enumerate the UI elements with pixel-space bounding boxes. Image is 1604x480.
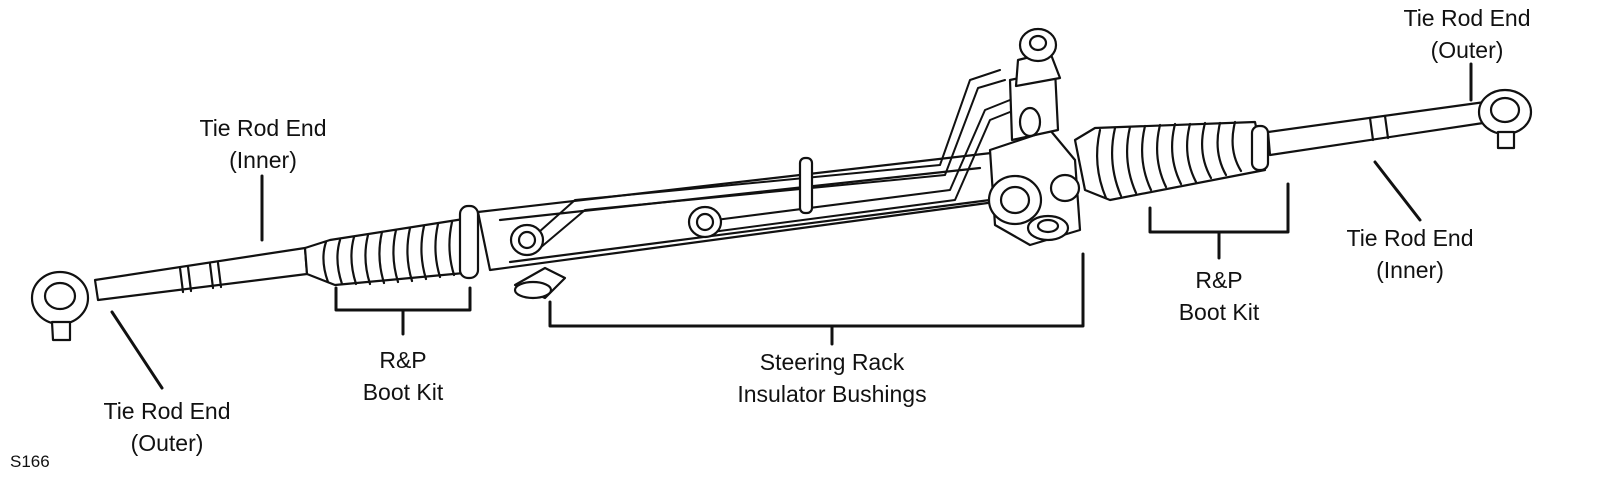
label-tie-rod-end-inner-right: Tie Rod End (Inner) [1346, 225, 1474, 283]
label-tie-rod-end-inner-left: Tie Rod End (Inner) [199, 115, 327, 173]
bracket-rp-boot-left [334, 286, 472, 336]
label-rp-boot-kit-left: R&P Boot Kit [362, 347, 444, 405]
label-rp-boot-kit-right: R&P Boot Kit [1178, 267, 1260, 325]
right-rp-boot [1073, 120, 1270, 202]
right-outer-tie-rod-end [1266, 88, 1533, 157]
figure-id: S166 [10, 452, 50, 471]
label-tie-rod-end-outer-right: Tie Rod End (Outer) [1403, 5, 1531, 63]
bracket-bushings [548, 252, 1085, 346]
left-rp-boot [303, 204, 480, 287]
leader-lines [110, 62, 1473, 390]
label-steering-rack-bushings: Steering Rack Insulator Bushings [737, 349, 927, 407]
pinion-valve-housing [987, 27, 1082, 247]
left-outer-tie-rod-end [30, 246, 309, 342]
rack-housing [476, 69, 1016, 300]
leader-tie-rod-outer-left [110, 310, 164, 390]
bracket-rp-boot-right [1148, 182, 1290, 260]
label-tie-rod-end-outer-left: Tie Rod End (Outer) [103, 398, 231, 456]
leader-tie-rod-inner-right [1373, 160, 1422, 222]
